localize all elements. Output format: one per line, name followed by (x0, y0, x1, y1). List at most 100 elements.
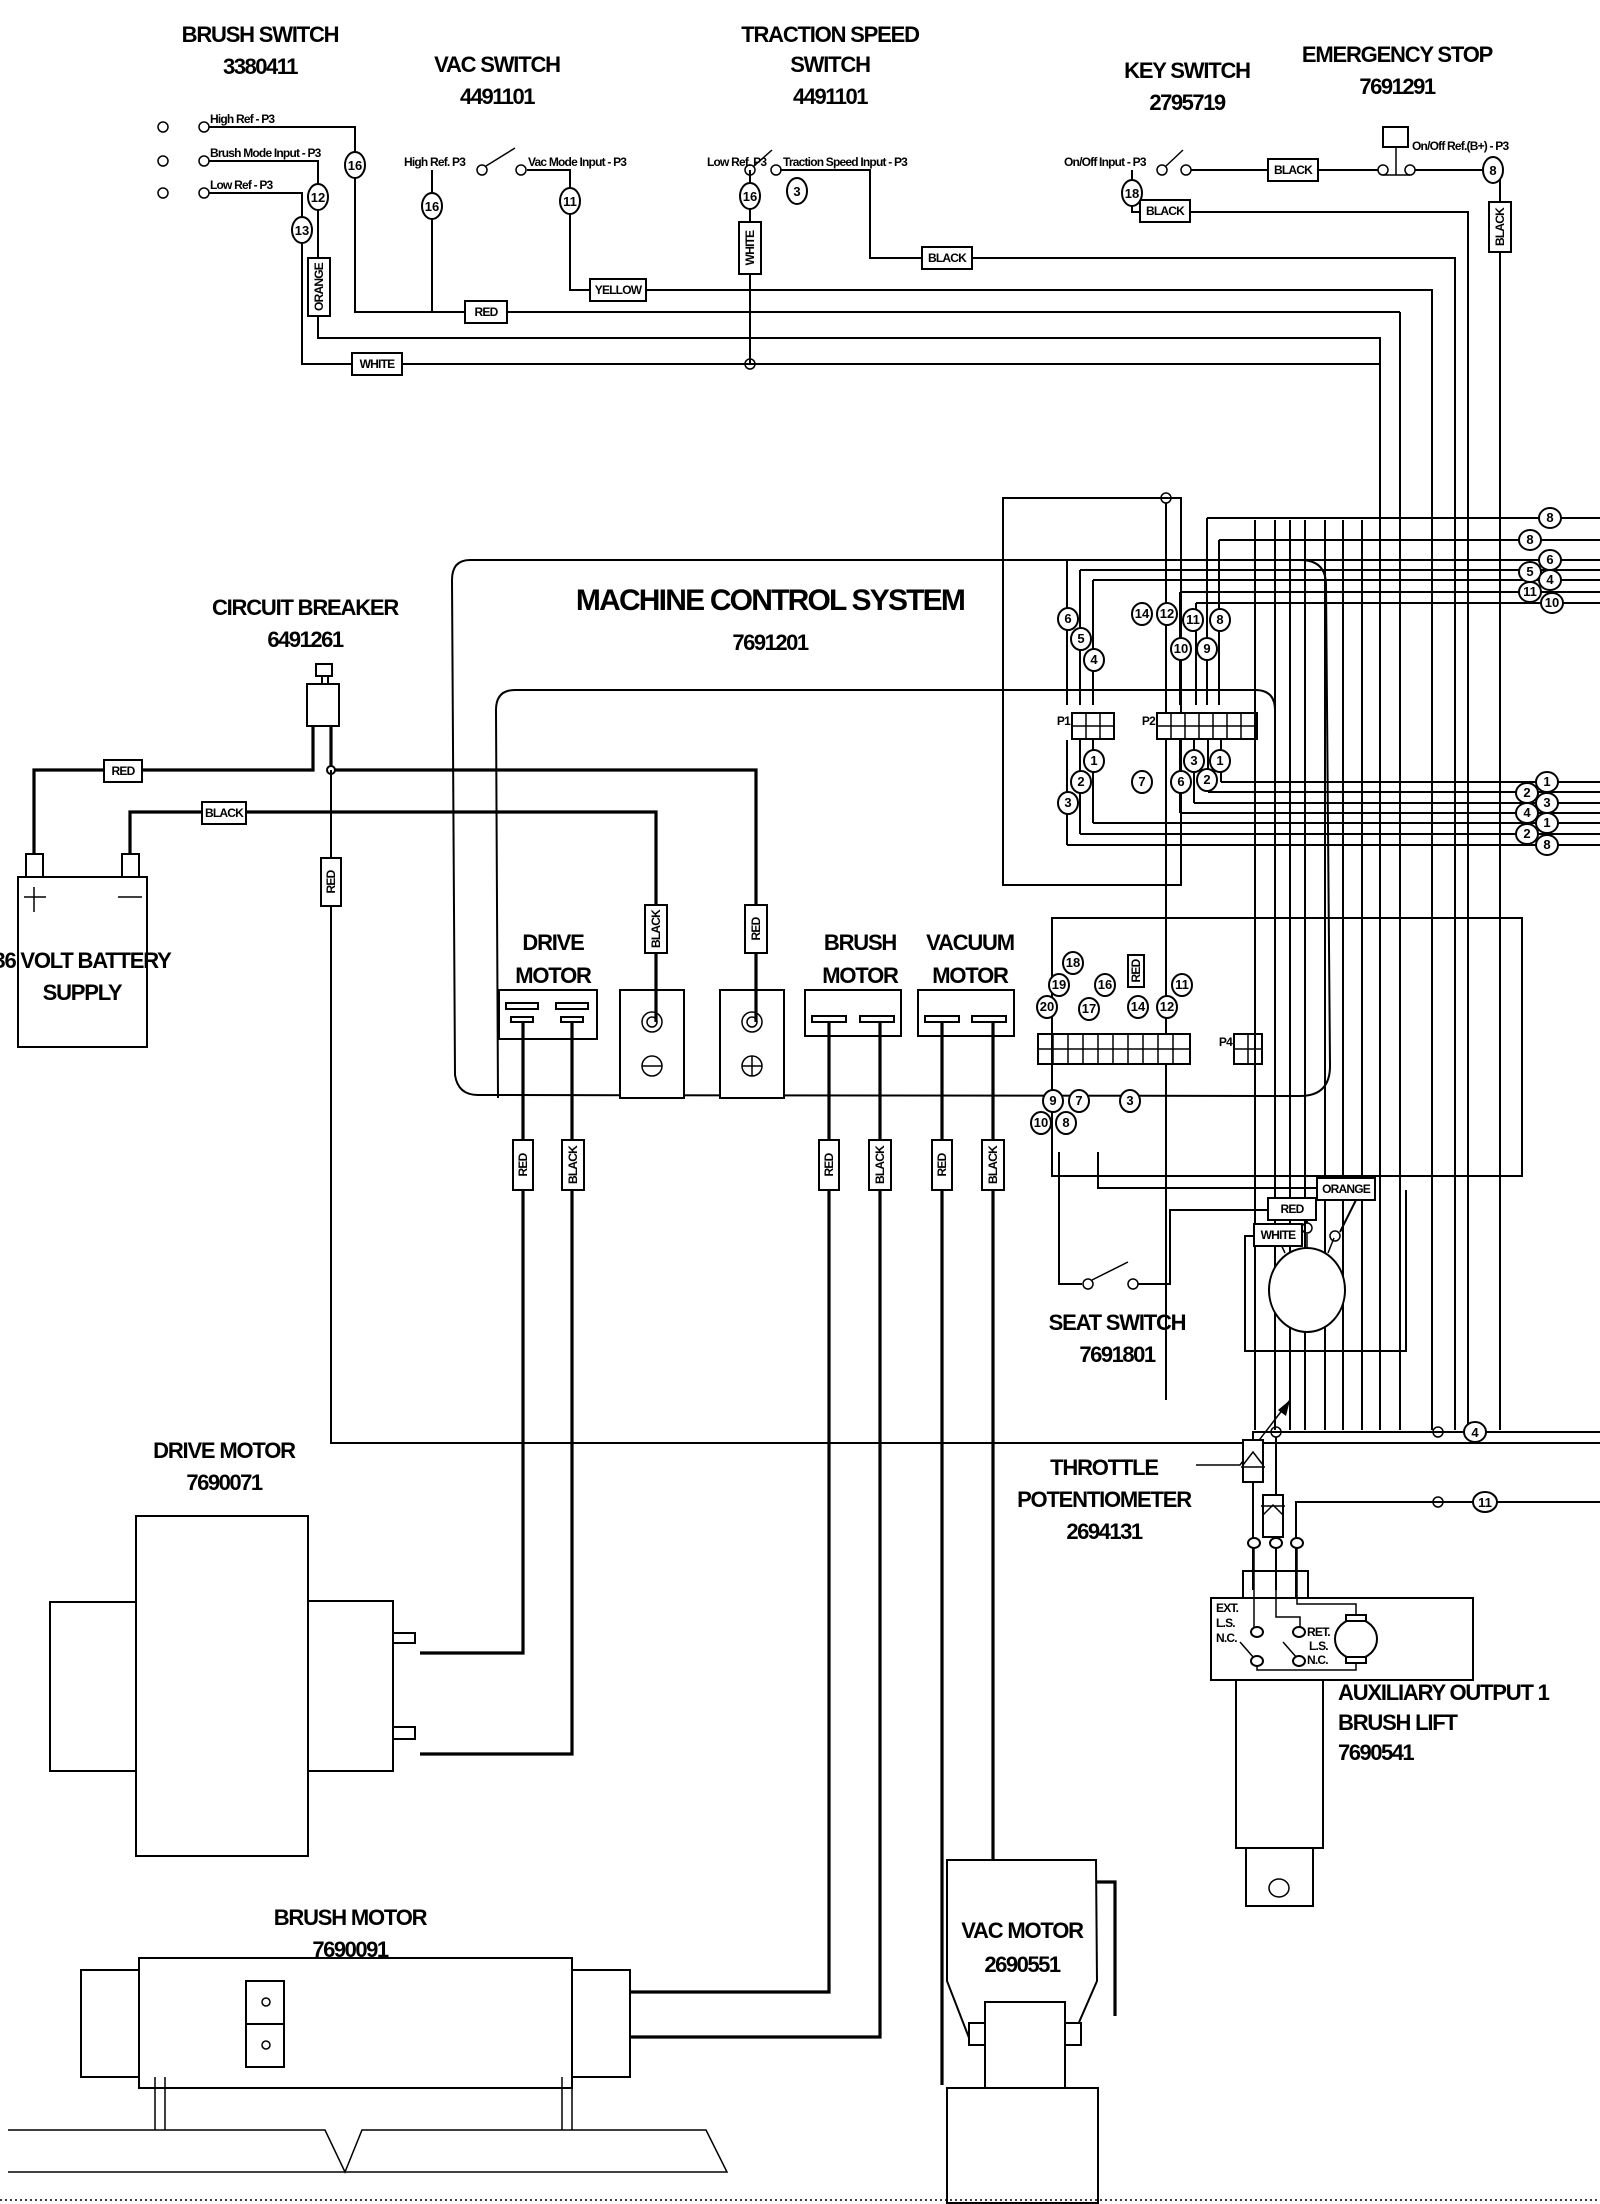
mcs-drive-terminal-block (498, 989, 598, 1040)
tag-red-pos: RED (744, 904, 768, 954)
mcs-battery-negative-block (619, 989, 685, 1099)
connector-p4: P4 (1219, 1033, 1263, 1065)
p3-top-pin-label: 14 (1131, 999, 1146, 1014)
tag-black-brush: BLACK (868, 1139, 892, 1191)
pin-brush-high-text: 16 (348, 158, 362, 173)
pin-trac-input-text: 3 (793, 184, 800, 199)
pin-aux-11: 11 (1472, 1491, 1498, 1513)
vac-motor-title: VAC MOTOR (961, 1918, 1084, 1943)
vac-motor-part: 2690551 (984, 1952, 1060, 1977)
p2-bottom-pin-label: 1 (1216, 753, 1223, 768)
vac-switch-left-label: High Ref. P3 (404, 155, 466, 169)
pin-key-input: 18 (1121, 179, 1143, 207)
seat-switch-title: SEAT SWITCH (1049, 1310, 1186, 1335)
mcs-part: 7691201 (732, 630, 808, 655)
wire-drive-red (420, 1022, 525, 1655)
right-top-pin: 4 (1538, 569, 1562, 591)
p3-top-pin: 11 (1171, 973, 1193, 997)
brush-motor-title: BRUSH MOTOR (274, 1905, 428, 1930)
brush-deck (8, 2129, 729, 2174)
tag-white-vertical: WHITE (738, 221, 762, 275)
seat-switch-wire-a (1058, 1152, 1082, 1285)
drive-motor-right-housing (307, 1600, 394, 1772)
p1-top-pin-label: 5 (1077, 631, 1084, 646)
right-bottom-pin: 4 (1515, 802, 1539, 824)
circuit-breaker: CIRCUIT BREAKER 6491261 (212, 595, 401, 727)
throttle-orange-lead (1097, 1152, 1225, 1189)
vac-switch-right-label: Vac Mode Input - P3 (528, 155, 627, 169)
vac-switch-contact-b (515, 164, 527, 176)
throttle-title-2: POTENTIOMETER (1017, 1487, 1192, 1512)
p3-bottom-pin-label: 3 (1126, 1093, 1133, 1108)
tag-black-drive-text: BLACK (566, 1145, 580, 1184)
p2-bottom-pin-label: 3 (1190, 753, 1197, 768)
right-bottom-pin: 3 (1535, 792, 1559, 814)
throttle-part: 2694131 (1066, 1519, 1142, 1544)
pin-estop-ref: 8 (1482, 156, 1504, 184)
wire-breaker-red-down (330, 770, 1600, 1444)
tag-red-top: RED (464, 300, 508, 324)
right-bottom-pin: 2 (1515, 782, 1539, 804)
right-top-pin: 6 (1538, 549, 1562, 571)
circuit-breaker-body (306, 683, 340, 727)
pin-vac-high: 16 (421, 192, 443, 220)
p1-bottom-pin: 3 (1057, 791, 1079, 815)
emergency-stop: EMERGENCY STOP 7691291 On/Off Ref.(B+) -… (1302, 42, 1510, 176)
circuit-breaker-title: CIRCUIT BREAKER (212, 595, 399, 620)
p1-bottom-pin-label: 1 (1090, 753, 1097, 768)
pin-brush-high: 16 (344, 151, 366, 179)
p1-top-pin: 6 (1057, 607, 1079, 631)
drive-motor: DRIVE MOTOR 7690071 (49, 1438, 416, 1857)
tag-white-top-text: WHITE (360, 357, 395, 371)
traction-switch-title-1: TRACTION SPEED (741, 22, 919, 47)
brush-terminal-mode (198, 155, 210, 167)
tag-black-vac: BLACK (981, 1139, 1005, 1191)
p3-bottom-pin: 10 (1030, 1111, 1052, 1135)
pin-aux-11-text: 11 (1478, 1495, 1492, 1510)
p3-top-pin-label: 18 (1066, 955, 1080, 970)
seat-switch-contact-b (1127, 1278, 1139, 1290)
connector-p3: P3 (1037, 1033, 1191, 1065)
p3-top-pin: 12 (1156, 995, 1178, 1019)
mcs-vac-terminal-block (917, 989, 1015, 1037)
vac-switch-title: VAC SWITCH (434, 52, 560, 77)
tag-white-throttle: WHITE (1253, 1223, 1303, 1247)
right-bottom-pin: 8 (1535, 834, 1559, 856)
tag-red-throttle-text: RED (1281, 1202, 1305, 1216)
tag-red-vac: RED (931, 1139, 953, 1191)
pin-key-input-text: 18 (1125, 186, 1139, 201)
drive-motor-terminal-2 (392, 1726, 416, 1740)
connector-p2: P2 (1142, 712, 1258, 740)
brush-term-a (811, 1015, 847, 1023)
brush-terminal-mode-label: Brush Mode Input - P3 (210, 146, 322, 160)
tag-black-key-text: BLACK (1146, 204, 1185, 218)
right-top-pin: 5 (1518, 561, 1542, 583)
p3-top-pin-label: 12 (1160, 999, 1174, 1014)
key-switch-left-label: On/Off Input - P3 (1064, 155, 1147, 169)
tag-red-p3-text: RED (1129, 958, 1143, 982)
key-switch-part: 2795719 (1149, 90, 1225, 115)
pin-vac-high-text: 16 (425, 199, 439, 214)
mcs-inner-outline-top (515, 689, 1276, 830)
seat-switch: SEAT SWITCH 7691801 (1049, 1152, 1243, 1367)
drive-motor-terminal-1 (392, 1632, 416, 1644)
p3-top-pin: 19 (1048, 973, 1070, 997)
tag-black-battery: BLACK (201, 801, 247, 825)
right-top-pin-label: 8 (1526, 532, 1533, 547)
tag-white-vertical-text: WHITE (743, 230, 757, 265)
brush-terminal-high-label: High Ref - P3 (210, 112, 275, 126)
right-bottom-pin-label: 8 (1543, 837, 1550, 852)
right-top-pin-label: 6 (1546, 552, 1553, 567)
drive-term-b2 (560, 1016, 584, 1023)
p2-bottom-pin: 2 (1196, 768, 1218, 792)
p3-bottom-pin: 9 (1042, 1089, 1064, 1113)
pin-trac-low: 16 (739, 182, 761, 210)
right-top-pin-label: 10 (1545, 595, 1559, 610)
p2-top-pin: 11 (1182, 608, 1204, 632)
ret-label-3: N.C. (1307, 1653, 1328, 1667)
wire-brush-high (209, 126, 465, 313)
tag-red-pos-text: RED (749, 916, 763, 940)
tag-white-throttle-text: WHITE (1261, 1228, 1296, 1242)
vac-motor-neck (984, 2001, 1066, 2089)
